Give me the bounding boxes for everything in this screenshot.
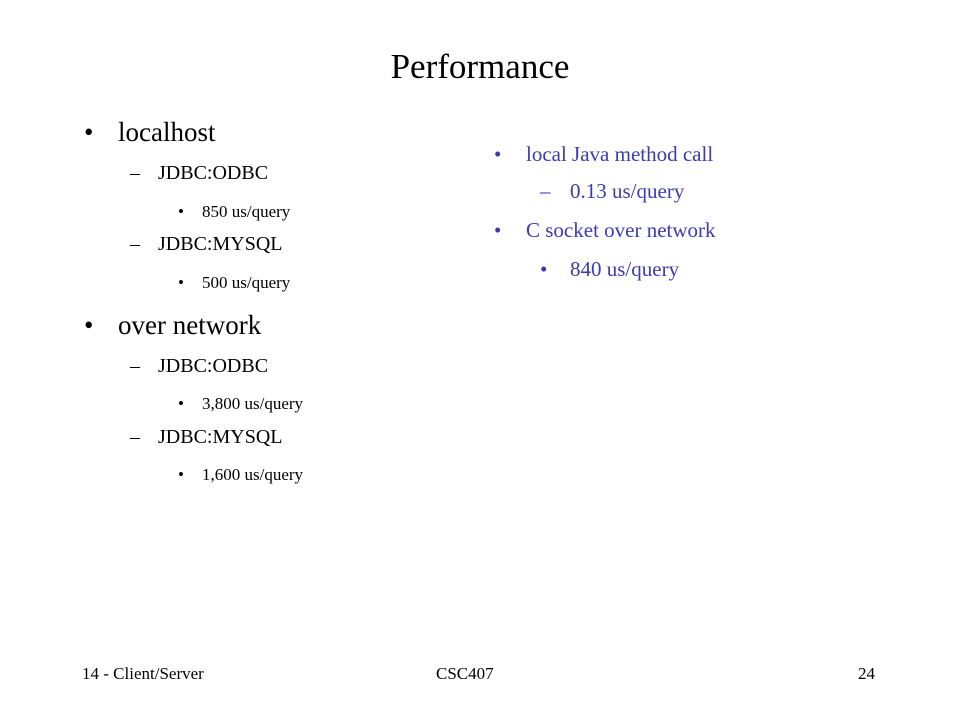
- footer-center: CSC407: [436, 664, 494, 683]
- list-item-label: JDBC:ODBC: [158, 162, 269, 184]
- slide-title: Performance: [390, 47, 570, 86]
- bullet-icon: •: [540, 257, 548, 281]
- list-item-value: 840 us/query: [570, 257, 680, 281]
- list-item-value: 1,600 us/query: [202, 465, 304, 484]
- list-item-value: 850 us/query: [202, 202, 291, 221]
- dash-icon: –: [130, 426, 140, 448]
- bullet-icon: •: [84, 117, 94, 147]
- list-item-label: JDBC:MYSQL: [158, 426, 283, 448]
- bullet-icon: •: [494, 218, 502, 242]
- footer-page-number: 24: [858, 664, 875, 683]
- list-item-label: JDBC:MYSQL: [158, 233, 283, 255]
- bullet-icon: •: [494, 142, 502, 166]
- bullet-icon: •: [178, 394, 184, 413]
- list-item-label: over network: [118, 310, 262, 340]
- bullet-icon: •: [84, 310, 94, 340]
- dash-icon: –: [130, 355, 140, 377]
- list-item-label: localhost: [118, 117, 216, 147]
- dash-icon: –: [540, 179, 551, 203]
- list-item-value: 0.13 us/query: [570, 179, 685, 203]
- bullet-icon: •: [178, 465, 184, 484]
- bullet-icon: •: [178, 202, 184, 221]
- bullet-icon: •: [178, 273, 184, 292]
- dash-icon: –: [130, 162, 140, 184]
- footer-left: 14 - Client/Server: [82, 664, 204, 683]
- list-item-label: C socket over network: [526, 218, 716, 242]
- list-item-label: JDBC:ODBC: [158, 355, 269, 377]
- list-item-value: 3,800 us/query: [202, 394, 304, 413]
- dash-icon: –: [130, 233, 140, 255]
- list-item-value: 500 us/query: [202, 273, 291, 292]
- list-item-label: local Java method call: [526, 142, 714, 166]
